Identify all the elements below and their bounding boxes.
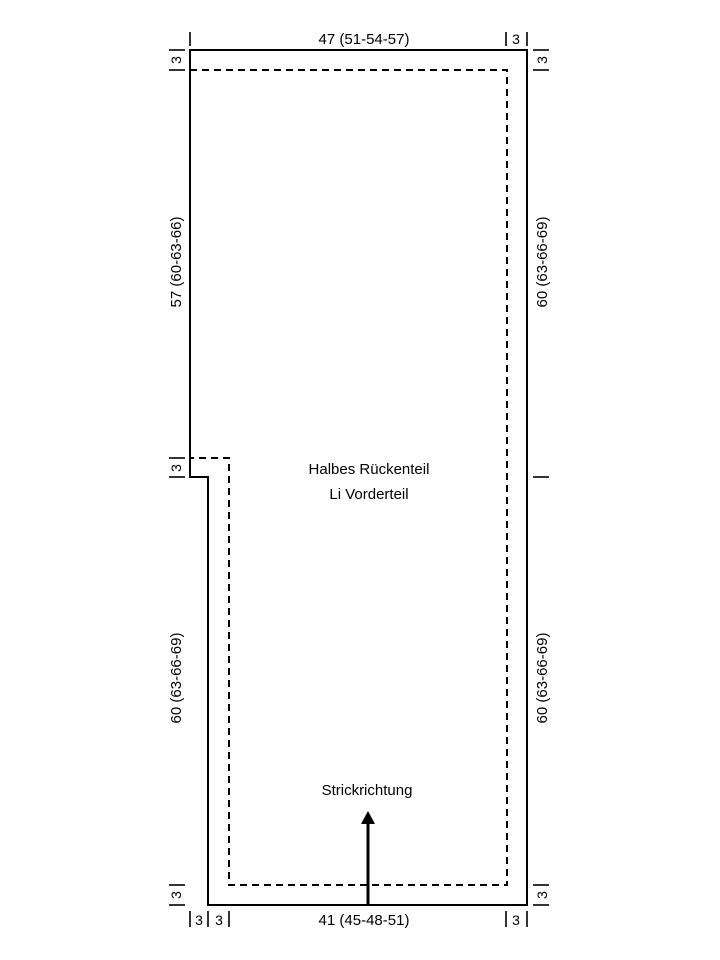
margin-label-bottom-left-2: 3 [215,912,223,928]
piece-title-line1: Halbes Rückenteil [309,461,430,478]
margin-label-left-bottom: 3 [168,891,184,899]
direction-label: Strickrichtung [322,782,413,799]
piece-title-line2: Li Vorderteil [329,486,408,503]
margin-label-bottom-right: 3 [512,912,520,928]
margin-label-left-mid: 3 [168,464,184,472]
right-upper-height-label: 60 (63-66-69) [534,217,551,308]
arrow-up-icon [361,811,375,905]
margin-label-bottom-left: 3 [195,912,203,928]
left-upper-height-label: 57 (60-63-66) [168,217,185,308]
top-width-label: 47 (51-54-57) [319,31,410,48]
outer-outline [189,49,528,906]
right-lower-height-label: 60 (63-66-69) [534,633,551,724]
margin-label-top-right: 3 [512,31,520,47]
margin-label-left-top: 3 [168,56,184,64]
left-lower-height-label: 60 (63-66-69) [168,633,185,724]
seam-allowance-outline [190,69,508,886]
margin-label-right-top: 3 [534,56,550,64]
bottom-width-label: 41 (45-48-51) [319,912,410,929]
margin-label-right-bottom: 3 [534,891,550,899]
